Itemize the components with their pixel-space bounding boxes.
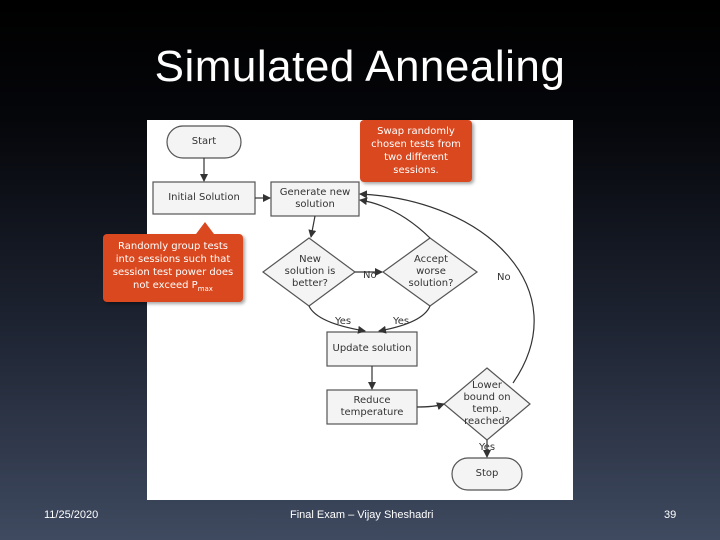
group-callout-subscript: max (197, 285, 213, 293)
start-label: Start (191, 136, 217, 147)
edge-newbetter-update (308, 305, 366, 334)
group-callout-text: Randomly group tests into sessions such … (112, 241, 234, 291)
generate-label: Generate new solution (279, 187, 351, 210)
generate-node (270, 181, 360, 217)
no-label-accept: No (363, 270, 377, 281)
stop-label: Stop (475, 468, 499, 479)
update-node (326, 331, 418, 367)
edge-accept-update (378, 305, 431, 334)
accept-worse-label: Accept worse solution? (408, 254, 454, 289)
footer-text: Final Exam – Vijay Sheshadri (290, 509, 434, 521)
page-number: 39 (664, 509, 677, 521)
group-callout-tail (196, 222, 214, 234)
new-better-label: New solution is better? (284, 254, 336, 289)
yes-label-newbetter: Yes (335, 316, 352, 327)
yes-label-lowerbound: Yes (479, 442, 496, 453)
flowchart-diagram: Start Initial Solution Generate new solu… (147, 120, 573, 500)
flowchart-shapes (152, 125, 535, 491)
swap-callout: Swap randomly chosen tests from two diff… (360, 120, 472, 182)
update-label: Update solution (332, 343, 412, 354)
stop-node (451, 457, 523, 491)
yes-label-accept: Yes (393, 316, 410, 327)
no-label-lowerbound: No (497, 272, 511, 283)
initial-solution-label: Initial Solution (168, 192, 240, 203)
edge-generate-newbetter (308, 215, 317, 238)
edge-accept-generate (359, 197, 431, 239)
footer-date: 11/25/2020 (44, 509, 99, 521)
swap-callout-tail (360, 168, 370, 182)
group-callout: Randomly group tests into sessions such … (103, 234, 243, 302)
initial-solution-node (152, 181, 256, 215)
slide-title: Simulated Annealing (154, 42, 566, 91)
edge-reduce-lowerbound (416, 402, 445, 411)
reduce-label: Reduce temperature (340, 395, 404, 418)
lower-bound-label: Lower bound on temp. reached? (463, 380, 511, 427)
reduce-node (326, 389, 418, 425)
edge-lowerbound-generate (359, 190, 535, 384)
